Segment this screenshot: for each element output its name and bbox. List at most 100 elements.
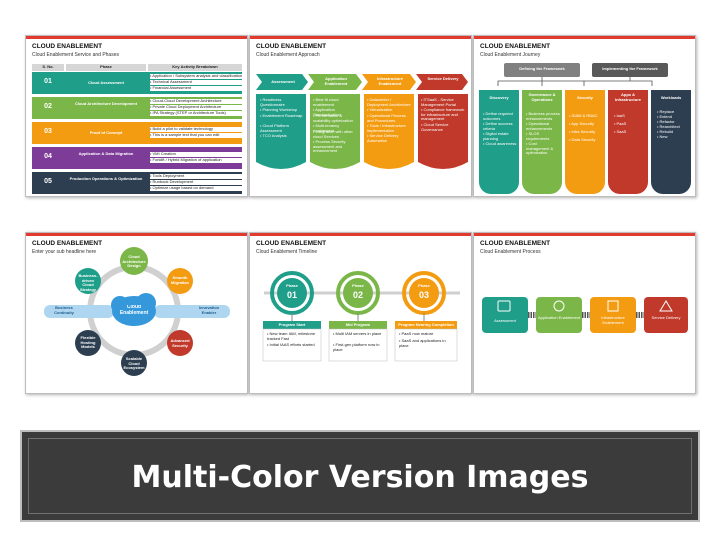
row-activity: • Cloud-Cloud Development Architecture xyxy=(150,99,242,104)
journey-column xyxy=(565,90,605,194)
list-item: • Best fit cloud enablement xyxy=(313,98,339,107)
timeline-graphic xyxy=(262,271,460,362)
list-item: • SLOS requirements xyxy=(526,132,550,141)
banner-title: Multi-Color Version Images xyxy=(131,460,589,495)
list-item: • Initial IAAS efforts started xyxy=(267,343,315,347)
phase-label: Phase xyxy=(418,284,430,288)
list-item: • First-gen platform now in place xyxy=(333,343,380,352)
hub-node-label: Smooth Migration xyxy=(171,276,189,285)
table-header: Key Activity Breakdown xyxy=(148,64,242,71)
slide-title: CLOUD ENABLEMENT xyxy=(32,240,103,247)
row-number: 02 xyxy=(44,103,52,110)
process-step-label: Service Delivery xyxy=(651,316,681,320)
list-item: • Service Delivery Automation xyxy=(367,134,399,143)
list-item: • Performance & scalability optimization xyxy=(313,114,353,123)
list-item: • New team IAM, milestone tracked Fast xyxy=(267,332,316,341)
row-activity: • Runbook Development xyxy=(150,180,242,185)
row-number: 05 xyxy=(44,178,52,185)
journey-column xyxy=(651,90,691,194)
slide-title: CLOUD ENABLEMENT xyxy=(256,240,327,247)
slide-thumbnail-process[interactable]: CLOUD ENABLEMENT Cloud Enablement Proces… xyxy=(473,232,696,394)
row-activity: • VMI Creation xyxy=(150,152,242,157)
list-item: • ITSaaS - Service Management Portal xyxy=(421,98,456,107)
slide-subtitle: Cloud Enablement Approach xyxy=(256,52,320,58)
hub-node-label: Flexible Hosting Models xyxy=(80,336,96,350)
list-item: • Readiness Questionnaire xyxy=(260,98,285,107)
list-item: • IDAM & RBAC xyxy=(569,114,598,118)
slide-thumbnail-journey[interactable]: CLOUD ENABLEMENT Cloud Enablement Journe… xyxy=(473,35,696,197)
list-item: • TCO Analysis xyxy=(260,134,287,138)
row-phase: Cloud Architecture Development xyxy=(74,102,138,106)
column-label: Apps & Infrastructure xyxy=(614,93,641,102)
list-item: • Planning Workshop xyxy=(260,108,298,112)
column-label: Discovery xyxy=(489,96,509,100)
journey-column xyxy=(522,90,562,194)
list-item: • Application Standardization xyxy=(313,108,341,117)
column-label: Governance & Operations xyxy=(528,93,556,102)
row-activity: • This is a sample text that you can edi… xyxy=(150,133,242,138)
slide-subtitle: Enter your sub headline here xyxy=(32,249,97,255)
phase-number: 01 xyxy=(286,290,297,300)
caption-banner: Multi-Color Version Images xyxy=(20,430,700,522)
row-activity: • Optimize usage based on demand xyxy=(150,186,242,191)
list-item: • Compliance framework for infrastructur… xyxy=(421,108,465,122)
row-activity: • IPA Strategy (STEP or Architecture Too… xyxy=(150,111,242,116)
row-activity: • Technical Assessment xyxy=(150,80,242,85)
row-phase: Application & Data Migration xyxy=(78,152,134,156)
slide-title: CLOUD ENABLEMENT xyxy=(32,43,103,50)
list-item: • New xyxy=(657,135,668,139)
row-phase: Production Operations & Optimization xyxy=(69,177,143,181)
list-item: • Multi IAM servers in place xyxy=(333,332,382,336)
list-item: • App Security xyxy=(569,122,594,126)
list-item: • IaaS xyxy=(614,114,625,118)
list-item: • Cloud awareness xyxy=(483,142,517,146)
list-item: • Refactor xyxy=(657,120,675,124)
slide-thumbnail-benefits-hub[interactable]: CLOUD ENABLEMENT Enter your sub headline… xyxy=(25,232,248,394)
list-item: • PaaS xyxy=(614,122,627,126)
phase-heading: Program Start xyxy=(278,323,306,327)
framework-label-defining: Defining the Framework xyxy=(519,67,565,71)
phase-heading: Mid Program xyxy=(345,323,371,327)
row-number: 03 xyxy=(44,128,52,135)
process-chain xyxy=(482,297,688,333)
list-item: • PaaS now mature xyxy=(399,332,434,336)
list-item: • Digital estate planning xyxy=(483,132,509,141)
list-item: • Operational enhancements xyxy=(526,122,553,131)
hub-node-label: Advanced Security xyxy=(170,339,190,348)
process-step-label: Infrastructure Enablement xyxy=(601,316,625,325)
slide-subtitle: Cloud Enablement Journey xyxy=(480,52,541,58)
row-activity: • Tools Deployment xyxy=(150,174,242,179)
slide-thumbnail-timeline[interactable]: CLOUD ENABLEMENT Cloud Enablement Timeli… xyxy=(249,232,472,394)
table-header: S. No. xyxy=(32,64,64,71)
list-item: • Cost management & optimization xyxy=(526,142,554,156)
column-label: Security xyxy=(577,96,593,100)
list-item: • Infra Security xyxy=(569,130,596,134)
slide-subtitle: Cloud Enablement Service and Phases xyxy=(32,52,119,58)
list-item: • SaaS xyxy=(614,130,627,134)
row-activity: • Financial Assessment xyxy=(150,86,242,91)
slide-thumbnail-approach[interactable]: CLOUD ENABLEMENT Cloud Enablement Approa… xyxy=(249,35,472,197)
hub-node-label: Innovation Enabler xyxy=(198,306,220,315)
row-number: 01 xyxy=(44,78,52,85)
slide-title: CLOUD ENABLEMENT xyxy=(480,43,551,50)
journey-column xyxy=(479,90,519,194)
hub-node-label: Business Continuity xyxy=(54,306,74,315)
list-item: • Business process enhancements xyxy=(526,112,560,121)
hub-node-label: Business-driven Cloud Strategy xyxy=(78,274,98,292)
step-label: Application Enablement xyxy=(324,77,348,86)
framework-label-implementing: Implementing the Framework xyxy=(602,67,658,71)
list-item: • Tools / Infrastructure implementation xyxy=(367,124,406,133)
table-header: Phase xyxy=(66,64,146,71)
phase-number: 02 xyxy=(352,290,363,300)
column-label: Workloads xyxy=(660,96,682,100)
list-item: • Define success criteria xyxy=(483,122,513,131)
phase-label: Phase xyxy=(352,284,364,288)
list-item: • Operational Process and Procedures xyxy=(367,114,406,123)
row-activity: • Private Cloud Deployment Architecture xyxy=(150,105,242,110)
list-item: • Extend xyxy=(657,115,672,119)
slide-thumbnail-service-phases[interactable]: CLOUD ENABLEMENT Cloud Enablement Servic… xyxy=(25,35,248,197)
hub-node-label: Cloud Architecture Design xyxy=(122,255,146,269)
row-activity: • Build a pilot to validate technology xyxy=(150,127,242,132)
banner-frame xyxy=(28,438,692,514)
list-item: • SaaS and applications in place xyxy=(399,339,446,348)
